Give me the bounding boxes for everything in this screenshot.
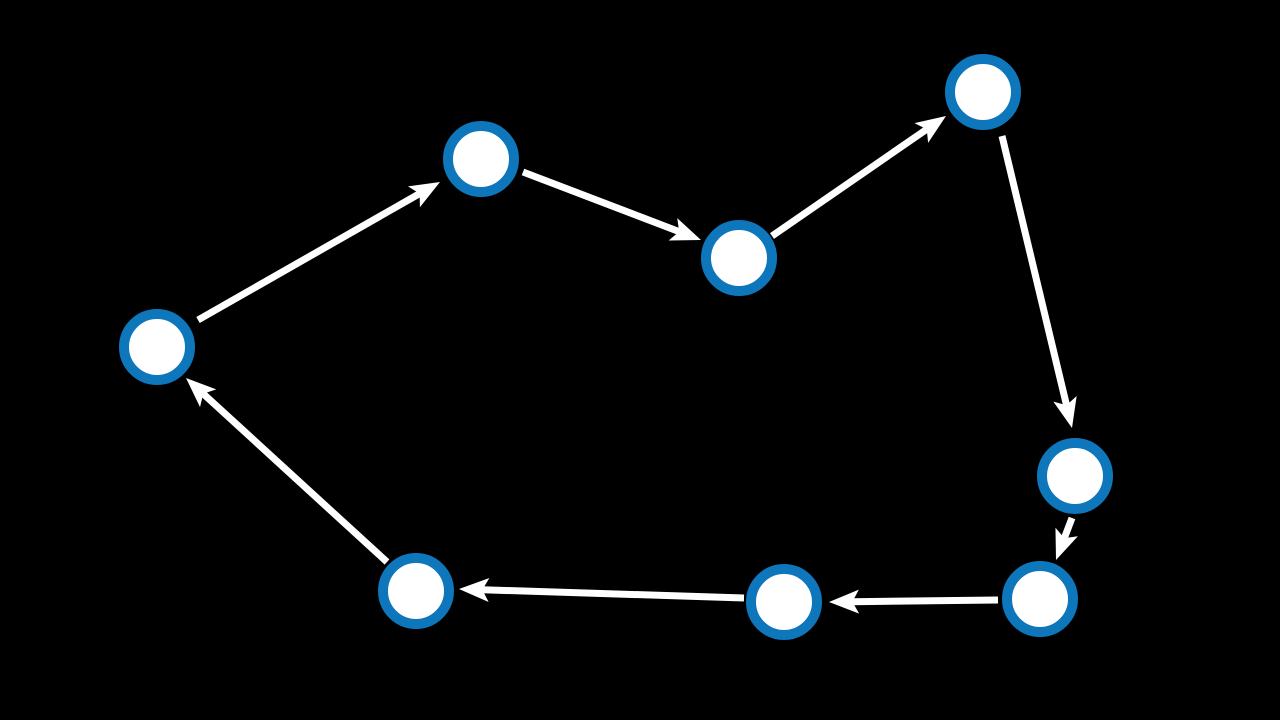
edge-arrow-node-top-right-to-node-right bbox=[998, 135, 1077, 428]
edge-arrow-node-right-to-node-bottom-right bbox=[1055, 516, 1078, 560]
arrowhead-icon bbox=[459, 577, 490, 602]
arrowhead-icon bbox=[186, 378, 217, 408]
edge-arrow-node-upper-left-to-node-middle bbox=[521, 168, 701, 241]
edge-line bbox=[521, 168, 681, 235]
arrowhead-icon bbox=[668, 218, 701, 241]
edge-arrow-node-left-to-node-upper-left bbox=[196, 182, 440, 324]
graph-node-bottom-middle[interactable] bbox=[746, 564, 822, 640]
edge-line bbox=[1061, 516, 1076, 540]
edge-line bbox=[196, 190, 422, 324]
edge-arrow-node-middle-to-node-top-right bbox=[770, 116, 946, 239]
edge-line bbox=[998, 135, 1070, 407]
graph-node-upper-left[interactable] bbox=[443, 121, 519, 197]
graph-node-bottom-right[interactable] bbox=[1002, 561, 1078, 637]
arrowhead-icon bbox=[1055, 527, 1078, 560]
edge-arrow-node-bottom-middle-to-node-bottom-left bbox=[459, 577, 745, 602]
arrowhead-icon bbox=[407, 182, 440, 208]
edge-arrow-node-bottom-right-to-node-bottom-middle bbox=[829, 589, 999, 614]
edge-line bbox=[852, 596, 999, 606]
edge-line bbox=[770, 126, 929, 239]
graph-node-bottom-left[interactable] bbox=[378, 553, 454, 629]
arrowhead-icon bbox=[914, 116, 946, 143]
graph-node-right[interactable] bbox=[1037, 438, 1113, 514]
graph-node-top-right[interactable] bbox=[945, 54, 1021, 130]
graph-node-middle[interactable] bbox=[701, 220, 777, 296]
graph-node-left[interactable] bbox=[119, 309, 195, 385]
arrowhead-icon bbox=[829, 589, 860, 614]
arrowhead-icon bbox=[1053, 396, 1077, 428]
edge-line bbox=[200, 391, 390, 565]
edge-line bbox=[482, 586, 745, 602]
edge-arrow-node-bottom-left-to-node-left bbox=[186, 378, 390, 565]
